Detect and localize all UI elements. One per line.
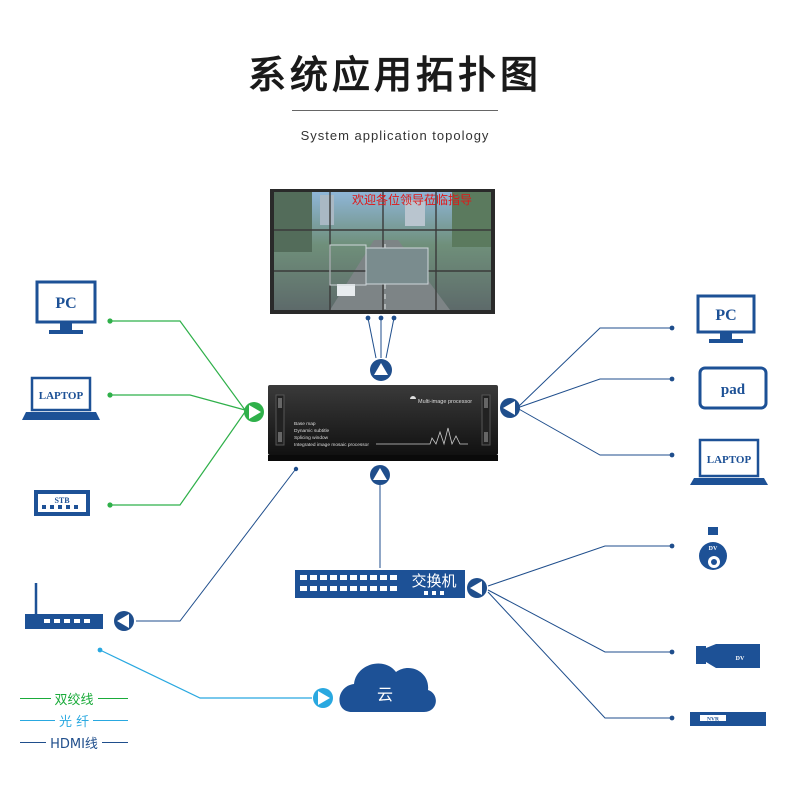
link-switch-nvr — [487, 591, 672, 719]
cloud-label: 云 — [377, 685, 393, 704]
legend-twisted-pair: 双绞线 — [20, 689, 129, 708]
left-pc-label: PC — [55, 295, 76, 312]
network-switch: 交换机 — [295, 570, 465, 598]
processor-brand: Multi-image processor — [418, 399, 472, 405]
legend-label: 光 纤 — [58, 715, 90, 730]
link-right-laptop — [516, 407, 672, 456]
right-pc-monitor-icon: PC — [696, 294, 756, 343]
right-laptop-icon: LAPTOP — [690, 438, 768, 485]
legend-label: 双绞线 — [54, 693, 94, 708]
link-right-pc — [516, 327, 672, 409]
stb-box-icon: STB — [34, 490, 90, 516]
switch-ports — [300, 575, 444, 595]
link-dots-left — [107, 318, 113, 508]
link-right-pad — [516, 378, 672, 409]
box-camera-icon: DV — [696, 644, 760, 668]
image-processor: Multi-image processor Base map Dynamic s… — [268, 385, 498, 461]
fiber-links — [99, 649, 312, 699]
title-divider — [292, 110, 498, 111]
arrow-right-cloud-icon — [313, 688, 333, 708]
link-router-processor — [136, 469, 296, 622]
link-left-stb — [110, 411, 246, 506]
link-router-cloud — [99, 649, 312, 699]
twisted-pair-links — [110, 320, 246, 506]
cloud-icon: 云 — [339, 663, 436, 712]
switch-label: 交换机 — [411, 572, 456, 590]
arrow-right-green-icon — [244, 402, 264, 422]
link-switch-dome — [487, 545, 672, 587]
arrow-left-switch-icon — [467, 578, 487, 598]
nvr-label: NVR — [707, 717, 720, 723]
page-title: 系统应用拓扑图 — [247, 53, 542, 97]
arrow-up-from-switch-icon — [370, 465, 390, 485]
box-camera-label: DV — [736, 656, 745, 662]
page-subtitle: System application topology — [300, 128, 490, 143]
link-left-laptop — [110, 394, 246, 411]
nvr-recorder-icon: NVR — [690, 712, 766, 726]
left-pc-monitor-icon: PC — [35, 280, 97, 334]
link-switch-boxcam — [487, 589, 672, 653]
arrow-left-router-icon — [114, 611, 134, 631]
processor-feature: Dynamic subtitle — [294, 428, 330, 434]
processor-feature: Splicing window — [294, 435, 329, 441]
dome-camera-label: DV — [709, 546, 718, 552]
link-dots-right — [293, 315, 675, 721]
dome-camera-icon: DV — [699, 527, 727, 570]
router-icon — [25, 583, 103, 629]
link-left-pc — [110, 320, 246, 411]
legend-hdmi: HDMI线 — [20, 733, 128, 752]
right-laptop-label: LAPTOP — [707, 454, 752, 466]
video-wall-caption: 欢迎各位领导莅临指导 — [352, 192, 472, 207]
stb-label: STB — [54, 496, 70, 505]
processor-feature: Integrated image mosaic processor — [294, 442, 369, 448]
legend-fiber: 光 纤 — [20, 711, 129, 730]
video-wall: 欢迎各位领导莅临指导 — [270, 189, 495, 314]
processor-feature: Base map — [294, 421, 316, 427]
legend-label: HDMI线 — [50, 737, 98, 752]
left-laptop-label: LAPTOP — [39, 390, 84, 402]
arrow-up-to-wall-icon — [370, 359, 392, 381]
pad-label: pad — [721, 382, 746, 398]
right-pc-label: PC — [715, 307, 736, 324]
tablet-pad-icon: pad — [698, 366, 768, 410]
hdmi-links — [136, 317, 672, 719]
left-laptop-icon: LAPTOP — [22, 376, 100, 420]
arrow-left-blue-icon — [500, 398, 520, 418]
